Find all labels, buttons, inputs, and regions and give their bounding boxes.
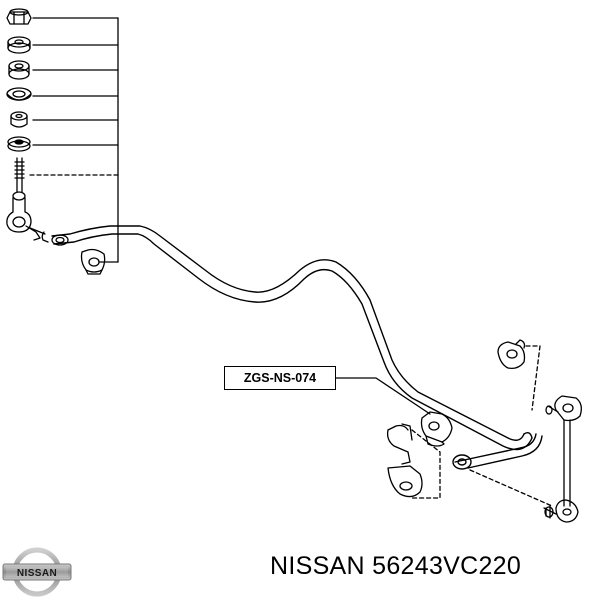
threaded-stud-part bbox=[12, 157, 26, 201]
washer-part-2 bbox=[7, 136, 31, 152]
center-bushing-bracket bbox=[335, 377, 453, 499]
left-bar-end-mount bbox=[41, 231, 106, 275]
nut-part bbox=[6, 8, 32, 25]
right-link-hardware bbox=[469, 339, 582, 523]
nissan-logo: NISSAN bbox=[2, 547, 72, 597]
link-ball-joint-part bbox=[6, 197, 46, 241]
bushing-part bbox=[8, 60, 30, 80]
part-number-label: ZGS-NS-074 bbox=[224, 366, 336, 390]
stabilizer-bar bbox=[51, 225, 543, 470]
cup-washer-part bbox=[6, 87, 32, 101]
nissan-logo-text: NISSAN bbox=[17, 568, 57, 579]
washer-part bbox=[7, 36, 31, 54]
part-caption: NISSAN 56243VC220 bbox=[270, 552, 522, 580]
left-link-hardware-stack bbox=[6, 8, 119, 263]
bushing-part-2 bbox=[10, 111, 28, 128]
